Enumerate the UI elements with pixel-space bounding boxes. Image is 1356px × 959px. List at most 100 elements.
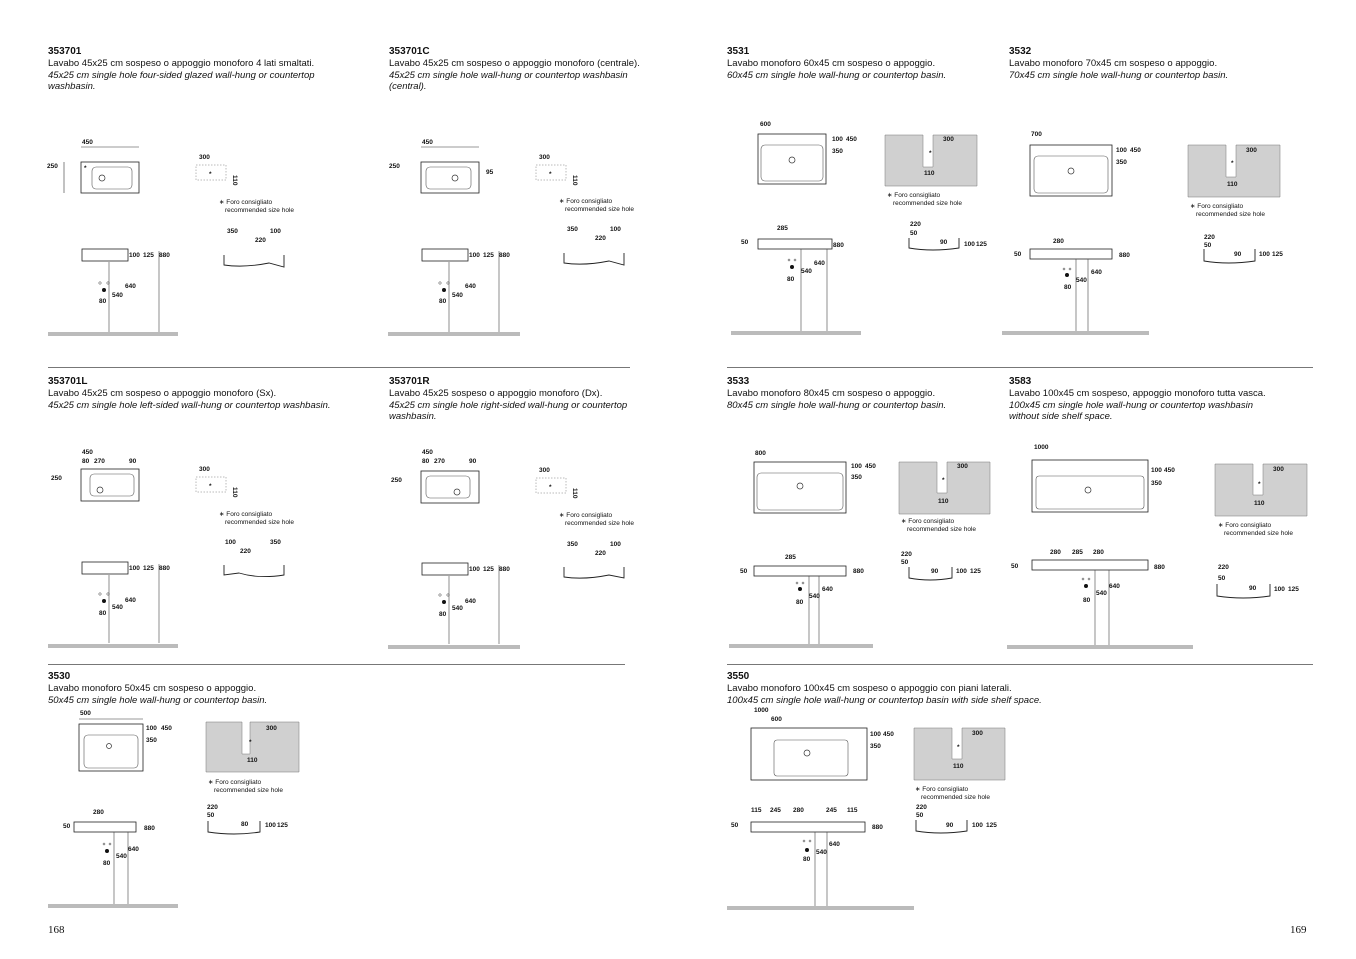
- dim-d2: 125: [143, 565, 154, 572]
- dim-d3: 880: [159, 252, 170, 259]
- drawing-3530: 500 100 450 350 * 300 110 280 50 880 640…: [48, 710, 300, 908]
- dim-c: 350: [1116, 159, 1127, 166]
- dim-d2: 125: [483, 252, 494, 259]
- dim-hole: 300: [199, 154, 210, 161]
- dim-s3: 100: [956, 568, 967, 575]
- product-code: 353701C: [389, 46, 430, 57]
- dim-s2: 90: [931, 568, 939, 575]
- product-353701L: 353701L Lavabo 45x25 cm sospeso o appogg…: [48, 376, 348, 411]
- product-description-it: Lavabo monoforo 80x45 cm sospeso o appog…: [727, 388, 936, 399]
- dim-s3: 220: [595, 550, 606, 557]
- dim-w3: 90: [129, 458, 137, 465]
- product-code: 353701R: [389, 376, 430, 387]
- product-description-en: 45x25 cm single hole left-sided wall-hun…: [48, 399, 331, 411]
- dim-t1: 640: [829, 841, 840, 848]
- dim-th: 50: [740, 568, 748, 575]
- dim-s1: 50: [1204, 242, 1212, 249]
- product-description-en: 100x45 cm single hole wall-hung or count…: [1009, 399, 1253, 423]
- dim-c: 350: [870, 743, 881, 750]
- dim-t3: 80: [439, 298, 447, 305]
- dim-t2: 540: [1096, 590, 1107, 597]
- recommended-hole-note: ∗ Foro consigliato recommended size hole: [1190, 203, 1266, 218]
- dim-tw1: 115: [751, 807, 762, 814]
- dim-s2: 100: [270, 228, 281, 235]
- dim-width: 500: [80, 710, 91, 717]
- product-description-en: 45x25 cm single hole right-sided wall-hu…: [389, 399, 628, 423]
- product-353701R: 353701R Lavabo 45x25 sospeso o appoggio …: [389, 376, 649, 423]
- dim-s1: 350: [567, 541, 578, 548]
- dim-s4: 125: [1272, 251, 1283, 258]
- dim-s4: 125: [1288, 586, 1299, 593]
- svg-text:*: *: [929, 150, 932, 157]
- dim-t1: 640: [814, 260, 825, 267]
- svg-text:*: *: [209, 171, 212, 178]
- dim-b: 450: [883, 731, 894, 738]
- dim-hole: 300: [199, 466, 210, 473]
- recommended-hole-note: ∗ Foro consigliato recommended size hole: [887, 192, 963, 207]
- dim-t1: 640: [465, 598, 476, 605]
- product-code: 353701L: [48, 376, 88, 387]
- divider: [48, 367, 630, 368]
- product-description-en: 60x45 cm single hole wall-hung or counte…: [727, 69, 947, 81]
- dim-width: 700: [1031, 131, 1042, 138]
- dim-tw1: 280: [1050, 549, 1061, 556]
- svg-text:*: *: [209, 483, 212, 490]
- product-3530: 3530 Lavabo monoforo 50x45 cm sospeso o …: [48, 671, 348, 706]
- dim-hole2: 110: [938, 498, 949, 505]
- dim-d2: 125: [143, 252, 154, 259]
- dim-height: 250: [47, 163, 58, 170]
- dim-a: 100: [870, 731, 881, 738]
- drawing-353701R: 450 80 270 90 250 * 300 110 100 125 880 …: [388, 449, 625, 649]
- product-code: 3532: [1009, 46, 1032, 57]
- dim-t1: 640: [128, 846, 139, 853]
- dim-hole: 300: [972, 730, 983, 737]
- dim-hole2: 110: [231, 487, 238, 498]
- dim-tv: 880: [853, 568, 864, 575]
- dim-width: 600: [760, 121, 771, 128]
- dim-d3: 880: [159, 565, 170, 572]
- dim-hole: 300: [266, 725, 277, 732]
- dim-hole: 300: [943, 136, 954, 143]
- dim-width: 450: [422, 449, 433, 456]
- dim-width: 1000: [754, 707, 769, 714]
- dim-tw: 285: [785, 554, 796, 561]
- svg-text:*: *: [942, 477, 945, 484]
- dim-b: 450: [1130, 147, 1141, 154]
- product-3583: 3583 Lavabo 100x45 cm sospeso, appoggio …: [1009, 376, 1309, 423]
- dim-d3: 880: [499, 252, 510, 259]
- dim-t2: 540: [116, 853, 127, 860]
- product-description-en: 70x45 cm single hole wall-hung or counte…: [1009, 69, 1229, 81]
- dim-tw4: 245: [826, 807, 837, 814]
- dim-hole2: 110: [571, 488, 578, 499]
- dim-s2: 90: [946, 822, 954, 829]
- svg-text:*: *: [957, 744, 960, 751]
- dim-d2: 125: [483, 566, 494, 573]
- product-code: 3533: [727, 376, 750, 387]
- dim-tw: 285: [777, 225, 788, 232]
- dim-hole: 300: [1273, 466, 1284, 473]
- product-code: 3531: [727, 46, 750, 57]
- dim-width: 800: [755, 450, 766, 457]
- dim-s3: 100: [1274, 586, 1285, 593]
- dim-tv: 880: [144, 825, 155, 832]
- dim-t2: 540: [801, 268, 812, 275]
- dim-th: 50: [1011, 563, 1019, 570]
- dim-s3: 220: [255, 237, 266, 244]
- dim-t2: 540: [809, 593, 820, 600]
- dim-hole: 300: [539, 467, 550, 474]
- dim-s4: 125: [986, 822, 997, 829]
- drawing-353701C: 450 250 95 * 300 110 100 125 880 640 540…: [388, 139, 625, 336]
- product-description-it: Lavabo monoforo 60x45 cm sospeso o appog…: [727, 58, 936, 69]
- dim-height: 250: [389, 163, 400, 170]
- dim-h2: 95: [486, 169, 494, 176]
- dim-tw2: 285: [1072, 549, 1083, 556]
- product-description-it: Lavabo 45x25 cm sospeso o appoggio monof…: [389, 58, 640, 69]
- dim-s2: 90: [1249, 585, 1257, 592]
- dim-a: 100: [1116, 147, 1127, 154]
- product-description-en: 80x45 cm single hole wall-hung or counte…: [727, 399, 947, 411]
- dim-hole2: 110: [924, 170, 935, 177]
- drawing-3583: 1000 100 450 350 * 300 110 280 285 280 5…: [1007, 444, 1308, 649]
- dim-t1: 640: [125, 283, 136, 290]
- drawing-3531: 600 100 450 350 * 300 110 285 50 880 640…: [731, 121, 987, 335]
- dim-d1: 100: [129, 565, 140, 572]
